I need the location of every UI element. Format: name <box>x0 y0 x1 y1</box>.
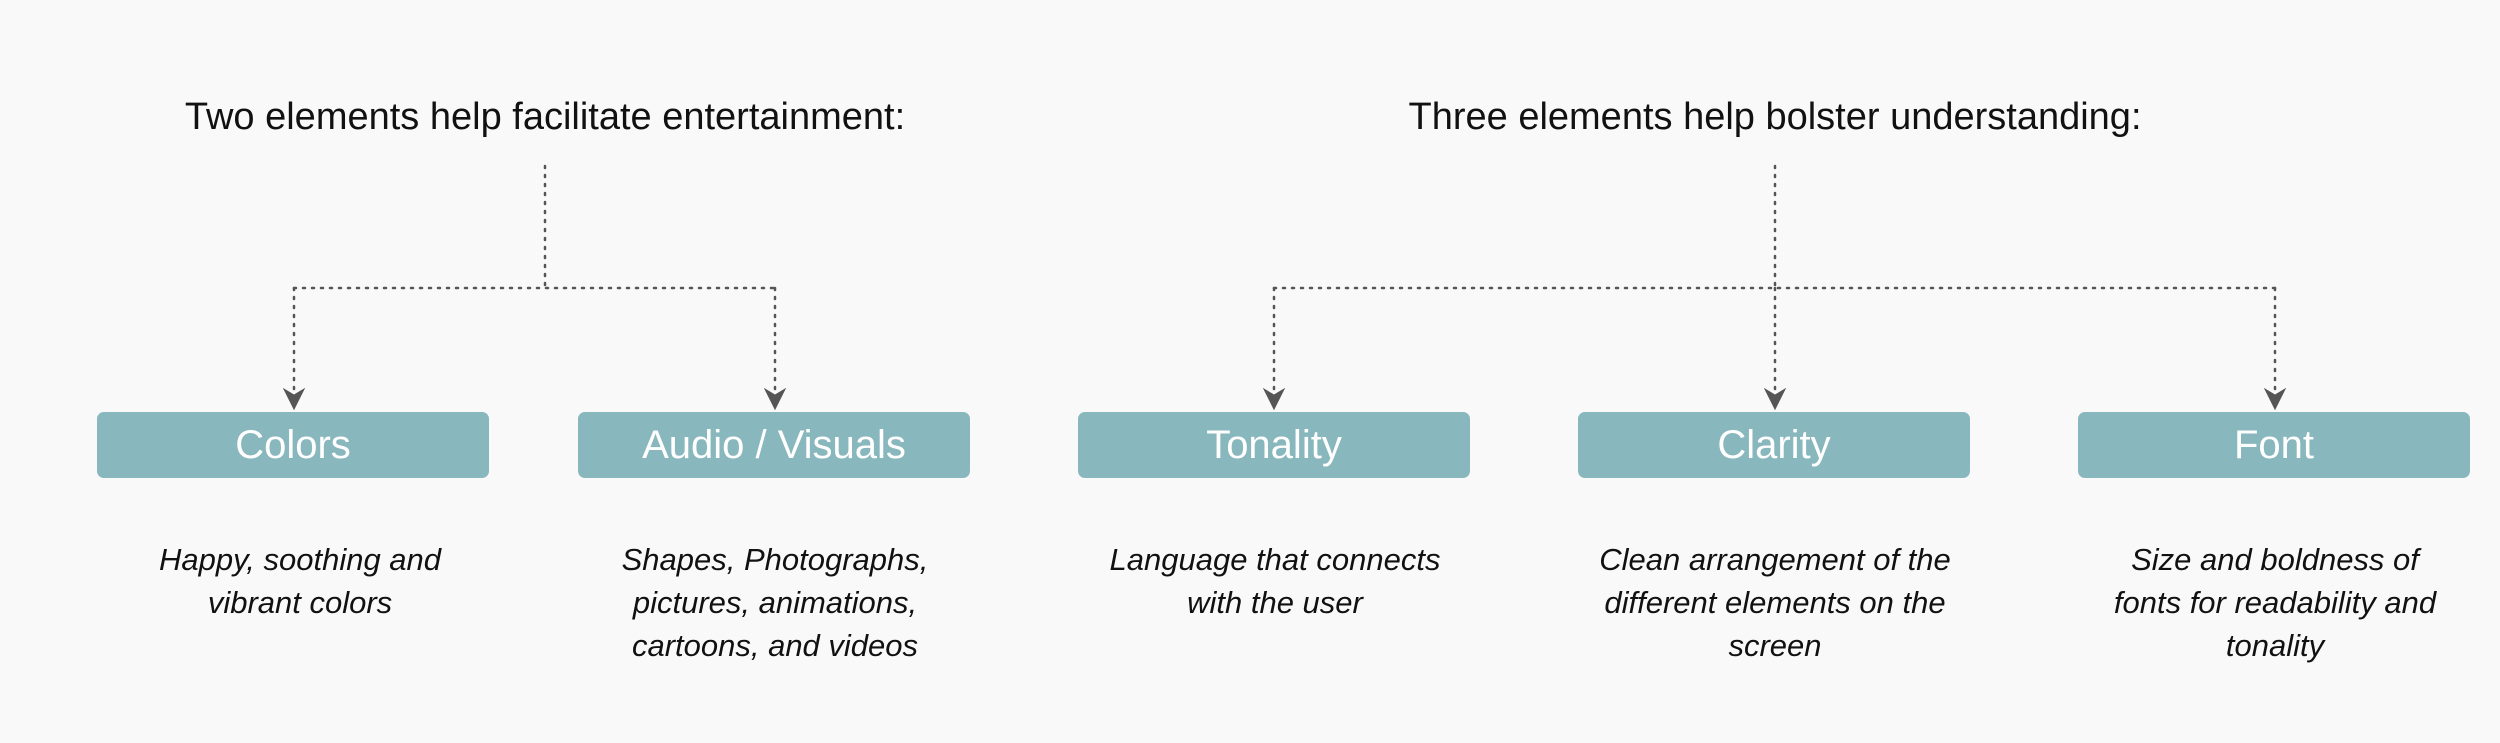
understanding-group-title: Three elements help bolster understandin… <box>1408 96 2142 138</box>
audio-visuals-box: Audio / Visuals <box>578 412 970 478</box>
entertainment-group-title: Two elements help facilitate entertainme… <box>184 96 906 138</box>
audio-visuals-description: Shapes, Photographs, pictures, animation… <box>621 542 929 663</box>
colors-description: Happy, soothing and vibrant colors <box>158 542 442 620</box>
font-box: Font <box>2078 412 2470 478</box>
colors-box: Colors <box>97 412 489 478</box>
font-description: Size and boldness of fonts for readabili… <box>2113 542 2437 663</box>
clarity-description: Clean arrangement of the different eleme… <box>1599 542 1951 663</box>
tonality-box: Tonality <box>1078 412 1470 478</box>
tonality-description: Language that connects with the user <box>1109 542 1441 620</box>
clarity-box: Clarity <box>1578 412 1970 478</box>
